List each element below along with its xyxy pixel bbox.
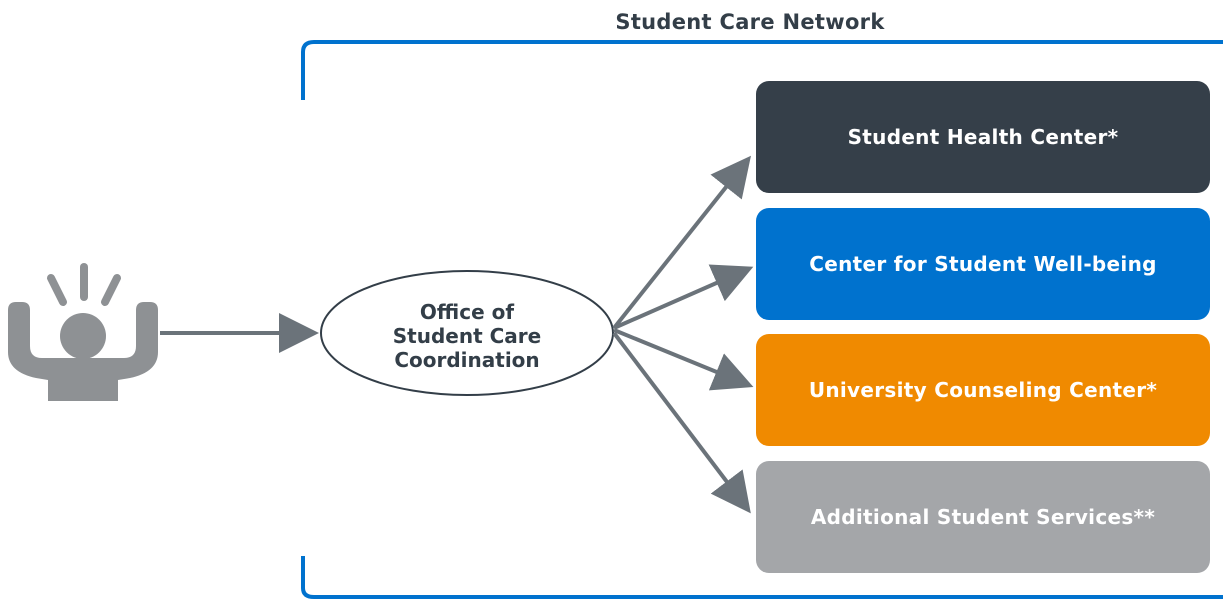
service-box-health-center: Student Health Center* xyxy=(756,81,1210,193)
arrow-to-additional-services xyxy=(612,331,751,514)
service-box-wellbeing-center: Center for Student Well-being xyxy=(756,208,1210,320)
arrow-to-health-center xyxy=(612,155,751,330)
service-label-health-center: Student Health Center* xyxy=(847,125,1119,149)
network-title: Student Care Network xyxy=(615,10,885,34)
office-node: Office of Student Care Coordination xyxy=(322,276,612,396)
service-box-counseling-center: University Counseling Center* xyxy=(756,334,1210,446)
service-box-additional-services: Additional Student Services** xyxy=(756,461,1210,573)
network-bracket-top xyxy=(301,40,1223,100)
office-ellipse xyxy=(320,270,614,396)
service-label-wellbeing-center: Center for Student Well-being xyxy=(809,252,1157,276)
arrow-to-counseling-center xyxy=(613,328,754,391)
stressed-student-icon xyxy=(8,263,158,401)
network-bracket-bottom xyxy=(301,556,1223,599)
office-label: Office of Student Care Coordination xyxy=(392,300,542,372)
arrow-to-wellbeing-center xyxy=(613,264,754,330)
service-label-additional-services: Additional Student Services** xyxy=(810,505,1156,529)
service-label-counseling-center: University Counseling Center* xyxy=(808,378,1158,402)
